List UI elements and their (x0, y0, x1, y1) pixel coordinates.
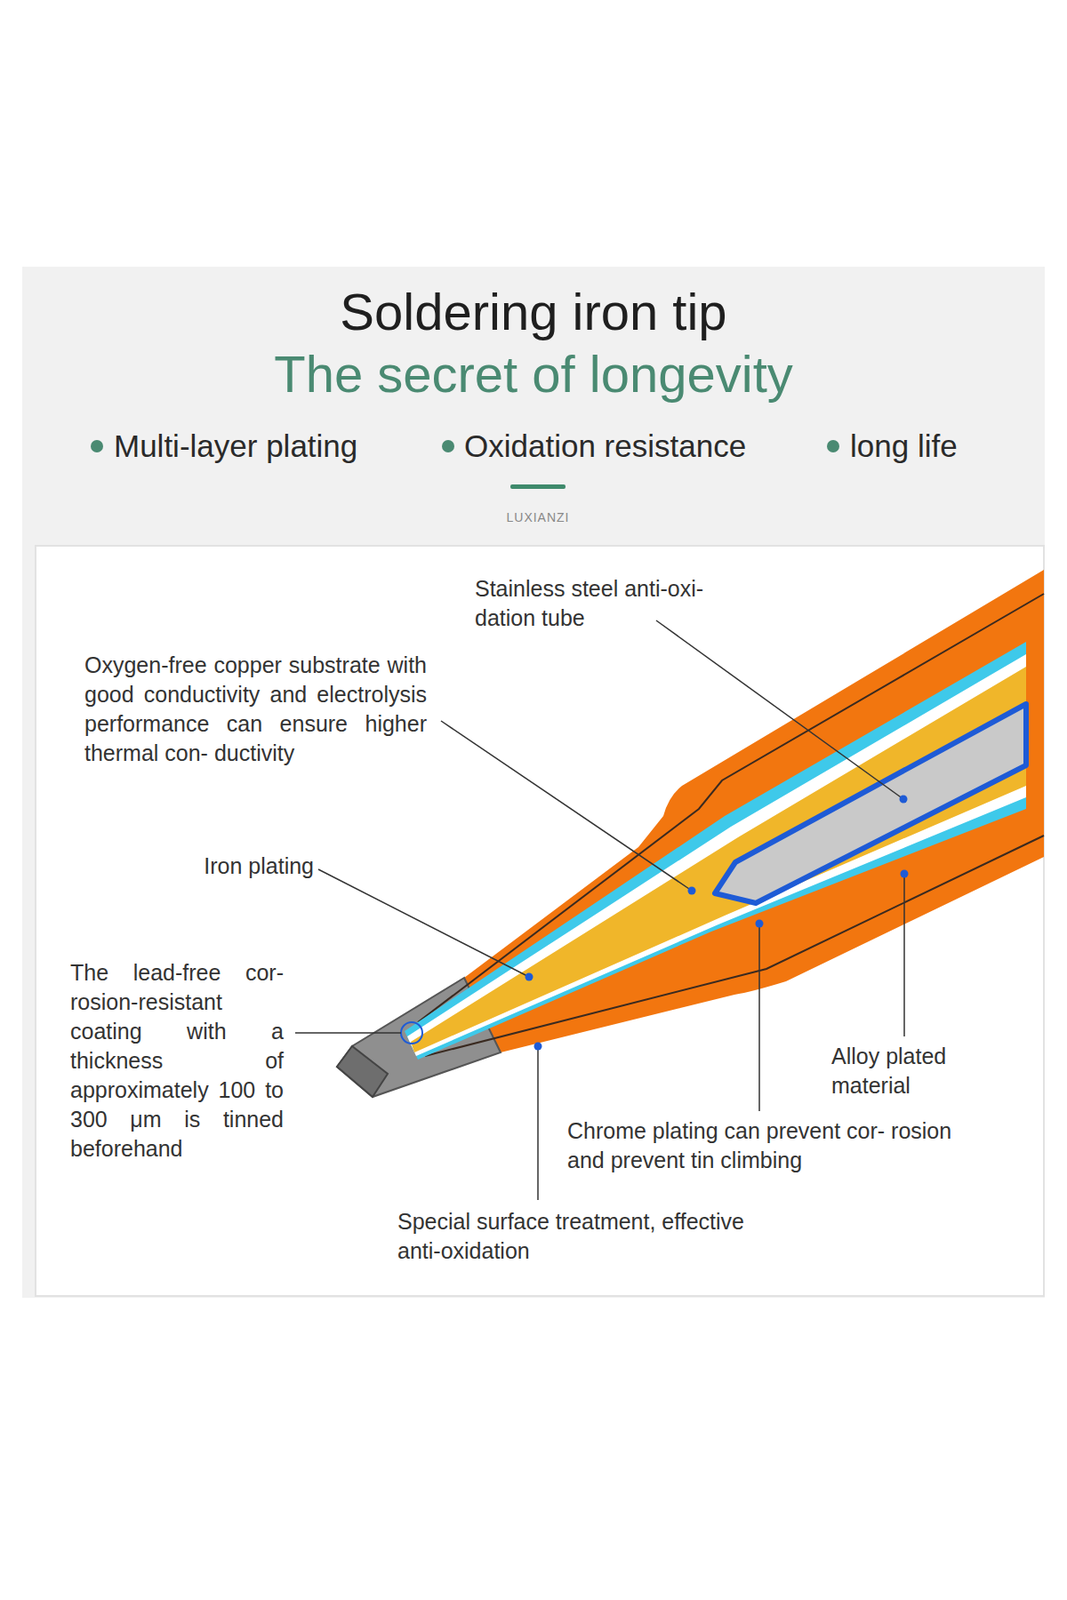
brand-watermark: LUXIANZI (0, 509, 1067, 526)
feature-bullet: long life (850, 428, 958, 465)
callout-label: The lead-free cor- rosion-resistant coat… (70, 958, 284, 1164)
bullet-dot (441, 440, 455, 453)
leader-lines (295, 620, 905, 1201)
coating-marker (401, 1022, 423, 1044)
callout-label: Oxygen-free copper substrate with good c… (84, 650, 427, 769)
steel-tube (714, 704, 1027, 904)
bullet-dot (90, 440, 104, 453)
callout-label: Special surface treatment, effective ant… (397, 1207, 754, 1267)
callout-label: Stainless steel anti-oxi- dation tube (474, 574, 769, 634)
title: Soldering iron tip (0, 282, 1067, 342)
feature-bullet: Oxidation resistance (464, 428, 747, 465)
divider-dash (510, 484, 566, 490)
callout-label: Chrome plating can prevent cor- rosion a… (567, 1116, 986, 1176)
alloy-layer (404, 641, 1027, 1060)
diagram-panel (35, 545, 1044, 1297)
header-panel (22, 266, 1045, 1299)
feature-bullet: Multi-layer plating (113, 428, 358, 465)
callout-label: Iron plating (168, 851, 314, 882)
subtitle: The secret of longevity (0, 344, 1067, 404)
callout-label: Alloy plated material (831, 1042, 996, 1101)
bullet-dot (826, 440, 840, 453)
iron-layer (407, 654, 1027, 1057)
leader-dots (525, 795, 909, 1051)
tip-face (336, 1046, 388, 1098)
copper-layer (410, 666, 1027, 1053)
